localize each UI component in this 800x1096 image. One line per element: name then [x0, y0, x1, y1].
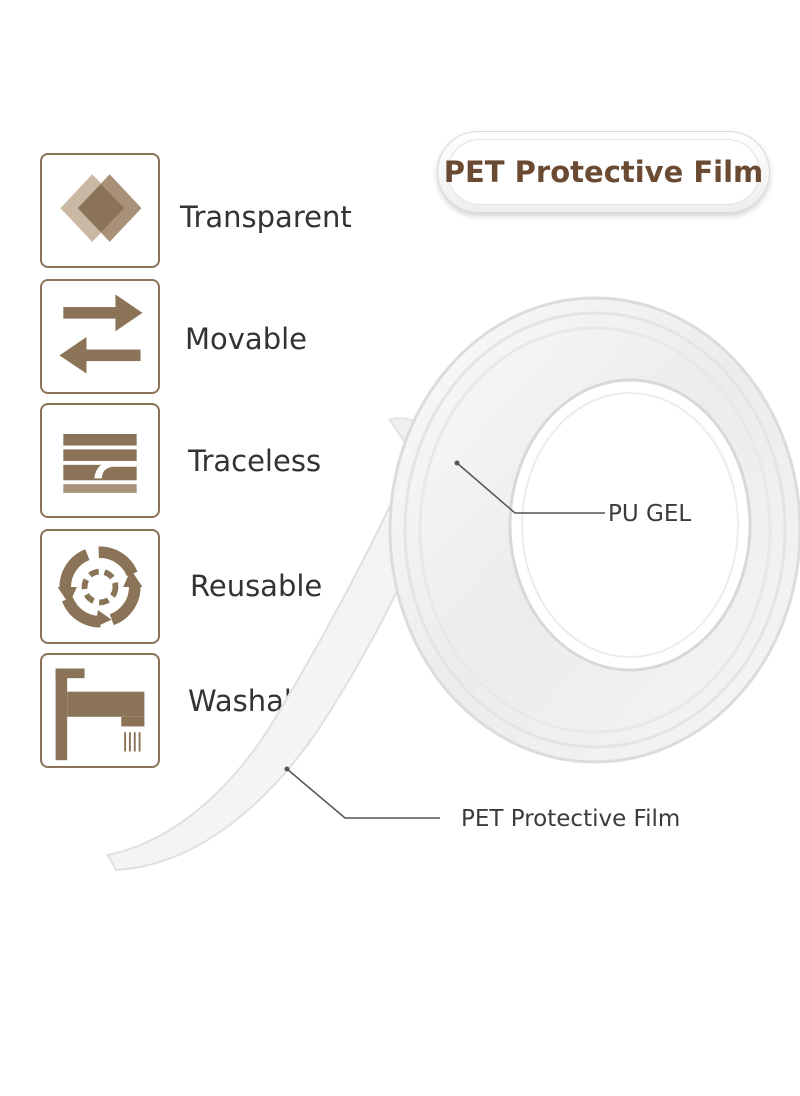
product-badge-title: PET Protective Film	[443, 155, 764, 189]
product-badge-inner: PET Protective Film	[444, 139, 763, 205]
callout-pu-gel: PU GEL	[608, 501, 692, 527]
feature-movable-label: Movable	[185, 322, 308, 356]
feature-transparent-label: Transparent	[180, 200, 352, 234]
feature-washable-box	[40, 653, 160, 768]
feature-transparent-box	[40, 153, 160, 268]
tape-roll-image	[106, 296, 800, 872]
feature-movable-box	[40, 279, 160, 394]
feature-traceless-label: Traceless	[188, 444, 322, 478]
feature-reusable-box	[40, 529, 160, 644]
feature-reusable-label: Reusable	[190, 569, 323, 603]
recycle-arrows-icon	[57, 546, 143, 628]
diamond-layers-icon	[60, 174, 142, 242]
peel-layer-icon	[63, 433, 137, 493]
swap-arrows-icon	[59, 294, 143, 374]
callout-pet-film: PET Protective Film	[461, 806, 681, 832]
feature-traceless-box	[40, 403, 160, 518]
product-badge: PET Protective Film	[437, 131, 770, 213]
faucet-icon	[55, 668, 145, 761]
